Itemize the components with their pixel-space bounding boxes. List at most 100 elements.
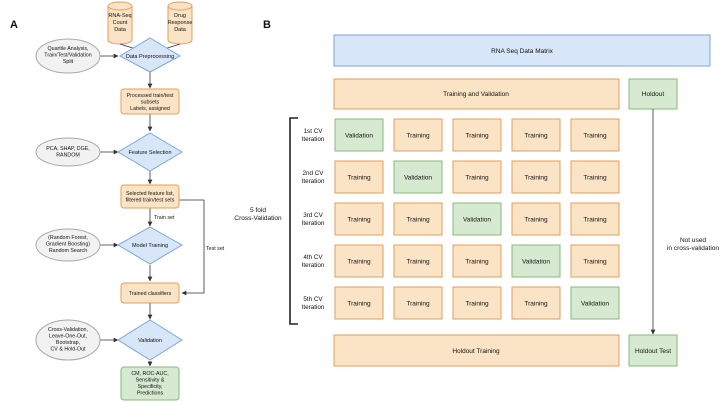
selected-features-box: Selected feature list,filtered train/tes… xyxy=(120,184,180,209)
training-fold-label: Training xyxy=(583,217,607,224)
text-line: Sensitivity & xyxy=(136,378,165,384)
training-fold-label: Training xyxy=(347,259,371,266)
pca-shap-ellipse: PCA, SHAP, DGE,RANDOM xyxy=(35,137,101,167)
svg-text:Quartile Analysis,Train/Test/V: Quartile Analysis,Train/Test/ValidationS… xyxy=(44,46,91,65)
svg-text:Feature Selection: Feature Selection xyxy=(128,150,171,156)
training-fold-label: Training xyxy=(347,301,371,308)
text-line: RNA-Seq xyxy=(108,13,131,19)
text-line: Bootstrap, xyxy=(56,340,80,346)
text-line: Labels, assigned xyxy=(130,106,170,112)
text-line: Selected feature list, xyxy=(126,191,174,197)
text-line: PCA, SHAP, DGE, xyxy=(46,146,89,152)
validation-fold-cell xyxy=(393,160,443,194)
text-line: 3rd CV xyxy=(303,212,323,219)
training-fold-label: Training xyxy=(406,133,430,140)
training-fold-label: Training xyxy=(583,133,607,140)
text-line: Gradient Boosting) xyxy=(46,242,90,248)
text-line: Split xyxy=(63,59,74,65)
training-fold-cell xyxy=(334,160,384,194)
training-fold-label: Training xyxy=(524,175,548,182)
training-fold-cell xyxy=(570,160,620,194)
text-line: CM, ROC-AUC, xyxy=(131,371,168,377)
svg-text:(Random Forest,Gradient Boosti: (Random Forest,Gradient Boosting)Random … xyxy=(46,235,90,254)
svg-text:RNA Seq Data Matrix: RNA Seq Data Matrix xyxy=(491,48,554,55)
test-set-label: Test set xyxy=(206,246,225,252)
validation-fold-cell xyxy=(334,118,384,152)
validation-fold-label: Validation xyxy=(345,133,373,140)
text-line: Train/Test/Validation xyxy=(44,53,91,59)
holdout-box: Holdout xyxy=(628,78,678,110)
training-fold-cell xyxy=(393,244,443,278)
text-line: Iteration xyxy=(302,262,325,269)
results-box: CM, ROC-AUC,Sensitivity &Specificity,Pre… xyxy=(120,366,180,401)
text-line: 2nd CV xyxy=(302,170,324,177)
rna-seq-data-matrix: RNA Seq Data Matrix xyxy=(333,34,711,67)
text-line: 1st CV xyxy=(304,128,324,135)
training-fold-cell xyxy=(452,160,502,194)
text-line: 4th CV xyxy=(303,254,323,261)
training-fold-label: Training xyxy=(406,301,430,308)
text-line: Iteration xyxy=(302,178,325,185)
text-line: in cross-validation xyxy=(667,245,719,252)
training-fold-cell xyxy=(334,286,384,320)
training-fold-cell xyxy=(334,202,384,236)
text-line: Cross-Validation xyxy=(234,215,282,222)
validation-fold-label: Validation xyxy=(463,217,491,224)
svg-text:Selected feature list,filtered: Selected feature list,filtered train/tes… xyxy=(126,191,175,204)
svg-text:Model Training: Model Training xyxy=(132,243,168,249)
training-fold-label: Training xyxy=(465,175,489,182)
holdout-training-bar: Holdout Training xyxy=(333,334,620,367)
svg-text:Holdout Training: Holdout Training xyxy=(452,348,500,355)
training-fold-cell xyxy=(570,118,620,152)
training-fold-cell xyxy=(393,202,443,236)
validation-step: Validation xyxy=(117,319,183,361)
text-line: Not used xyxy=(680,237,706,244)
validation-fold-label: Validation xyxy=(581,301,609,308)
training-fold-label: Training xyxy=(347,217,371,224)
text-line: Specificity, xyxy=(138,384,163,390)
training-and-validation-bar: Training and Validation xyxy=(333,78,620,110)
training-fold-cell xyxy=(393,286,443,320)
text-line: RANDOM xyxy=(56,153,80,159)
svg-text:Holdout Test: Holdout Test xyxy=(635,348,671,355)
training-fold-label: Training xyxy=(583,259,607,266)
feature-selection-step: Feature Selection xyxy=(117,132,183,172)
model-options-ellipse: (Random Forest,Gradient Boosting)Random … xyxy=(35,228,101,262)
svg-text:Training and Validation: Training and Validation xyxy=(443,91,509,98)
text-line: Iteration xyxy=(302,304,325,311)
validation-fold-label: Validation xyxy=(404,175,432,182)
validation-fold-cell xyxy=(452,202,502,236)
training-fold-label: Training xyxy=(465,259,489,266)
svg-text:Cross-Validation,Leave-One-Out: Cross-Validation,Leave-One-Out,Bootstrap… xyxy=(48,327,88,353)
validation-fold-cell xyxy=(511,244,561,278)
training-fold-label: Training xyxy=(465,301,489,308)
training-fold-cell xyxy=(511,286,561,320)
training-fold-label: Training xyxy=(406,217,430,224)
trained-classifiers-box: Trained classifiers xyxy=(120,282,180,304)
training-fold-label: Training xyxy=(465,133,489,140)
svg-text:PCA, SHAP, DGE,RANDOM: PCA, SHAP, DGE,RANDOM xyxy=(46,146,89,159)
holdout-test-box: Holdout Test xyxy=(628,334,678,367)
training-fold-cell xyxy=(511,160,561,194)
text-line: Leave-One-Out, xyxy=(49,334,87,340)
training-fold-label: Training xyxy=(406,259,430,266)
text-line: 5th CV xyxy=(303,296,323,303)
text-line: Response xyxy=(168,20,193,26)
text-line: 5 fold xyxy=(250,207,266,214)
text-line: CV & Hold-Out xyxy=(50,347,86,353)
training-fold-cell xyxy=(570,244,620,278)
panel-a-connectors xyxy=(99,43,205,367)
panel-a-label: A xyxy=(10,19,18,31)
training-fold-label: Training xyxy=(524,133,548,140)
svg-text:Data Preprocessing: Data Preprocessing xyxy=(126,54,174,60)
svg-text:Holdout: Holdout xyxy=(642,91,665,98)
